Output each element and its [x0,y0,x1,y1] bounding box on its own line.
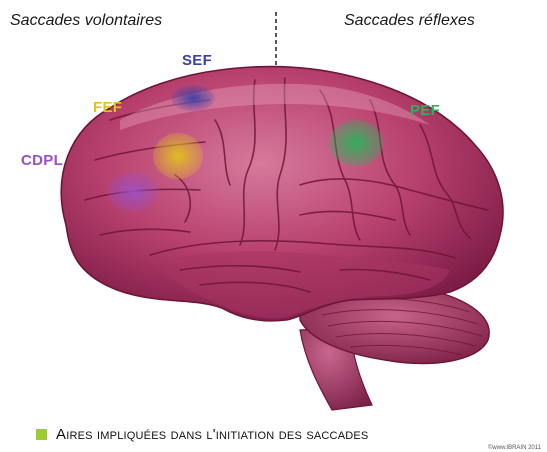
fef-region [153,133,203,179]
sef-region [171,85,215,111]
reflex-saccades-header: Saccades réflexes [344,12,475,30]
fef-label: FEF [93,99,122,116]
image-credit: ©www.lBRAIN 2011 [488,445,541,451]
caption-text: Aires impliquées dans l'initiation des s… [56,426,368,443]
cdpl-region [107,172,159,212]
caption-bullet-icon [36,429,47,440]
pef-label: PEF [410,102,440,119]
sef-label: SEF [182,52,212,69]
pef-region [329,120,383,166]
legend-caption: Aires impliquées dans l'initiation des s… [36,426,368,443]
voluntary-saccades-header: Saccades volontaires [10,12,162,30]
cdpl-label: CDPL [21,152,63,169]
